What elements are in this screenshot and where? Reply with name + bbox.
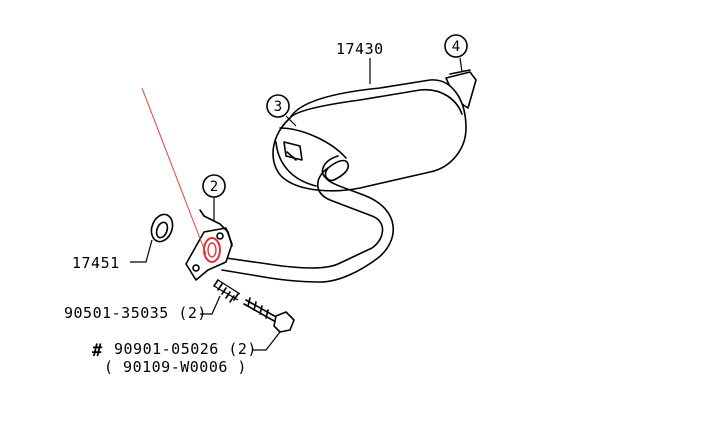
leader-3 [285,115,297,127]
leader-4 [459,57,463,73]
callout-4: 4 [444,34,468,58]
leader-17451 [130,239,153,263]
pointer-line [141,87,207,255]
label-spring-part: 90501-35035 (2) [64,304,207,322]
callout-2: 2 [202,174,226,198]
leader-90501 [200,295,221,315]
label-bolt-alt-part: ( 90109-W0006 ) [104,358,247,376]
label-bolt-part: 90901-05026 (2) [114,340,257,358]
callout-2-text: 2 [210,179,218,195]
muffler[interactable] [272,79,467,192]
label-gasket-part: 17451 [72,254,120,272]
leader-lines [130,57,463,351]
callout-3: 3 [266,94,290,118]
leader-90901 [252,331,281,351]
callout-4-text: 4 [452,39,460,55]
highlighted-pipe-end-inner [207,242,217,258]
front-pipe[interactable] [221,155,394,283]
callout-3-text: 3 [274,99,282,115]
gasket[interactable] [148,211,176,244]
label-bolt-mark: # [92,341,103,361]
spring[interactable] [213,279,241,303]
label-muffler-part: 17430 [336,40,384,58]
flange[interactable] [185,209,233,281]
bolt[interactable] [243,297,295,333]
